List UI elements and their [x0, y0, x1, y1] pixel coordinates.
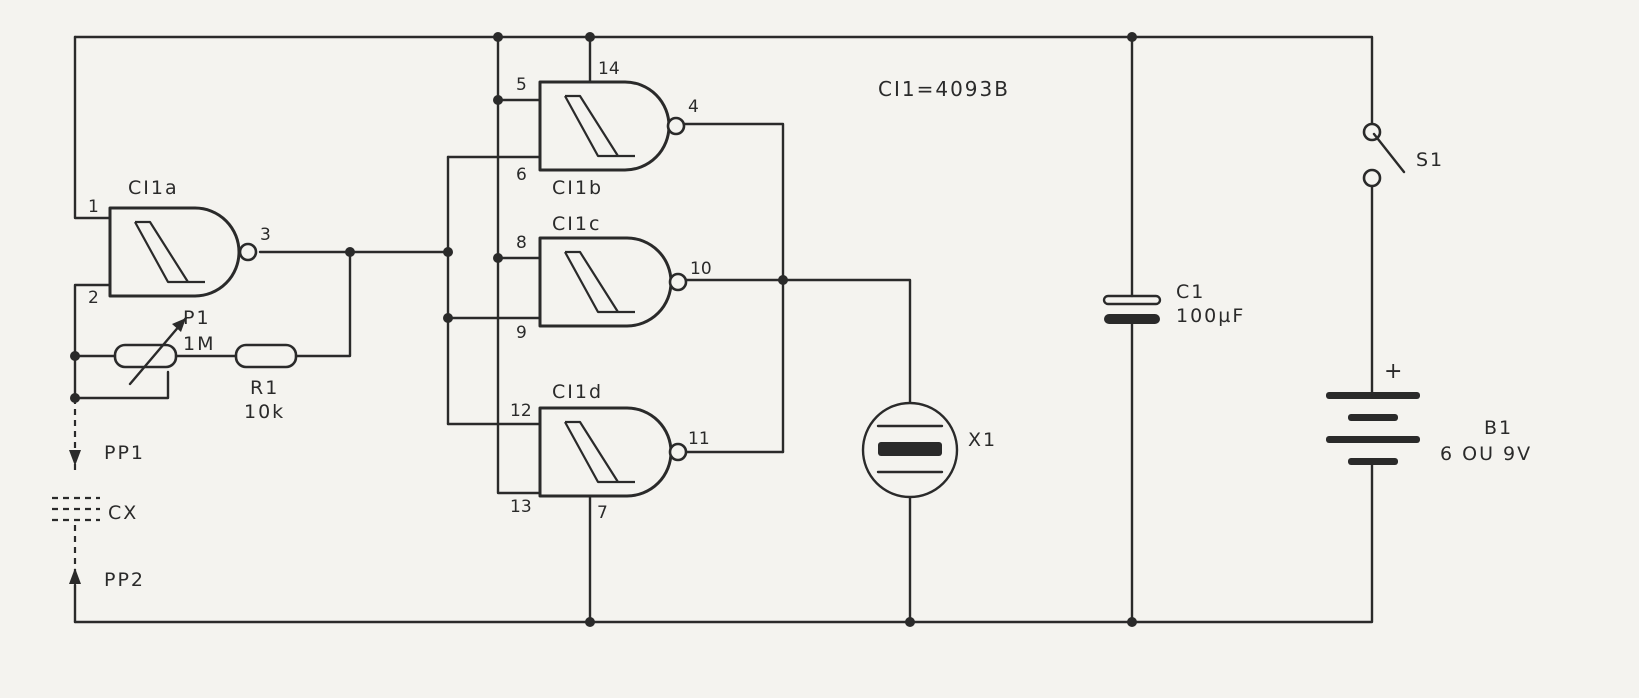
- gate-b-pin-4: 4: [688, 97, 699, 117]
- gate-b-label: CI1b: [552, 177, 603, 199]
- gate-c-pin-9: 9: [516, 323, 527, 343]
- cx-label: CX: [108, 502, 138, 524]
- gate-a-pin-2: 2: [88, 288, 99, 308]
- b1-polarity: +: [1384, 359, 1404, 384]
- gate-d-pin-11: 11: [688, 429, 710, 449]
- junction-dots: [70, 32, 1137, 627]
- gate-ci1c: CI1c 8 9 10: [516, 213, 712, 343]
- switch-s1: S1: [1362, 122, 1444, 188]
- potentiometer-p1: P1 1M: [113, 307, 215, 386]
- r1-label: R1: [250, 377, 279, 399]
- gate-c-label: CI1c: [552, 213, 601, 235]
- gate-a-label: CI1a: [128, 177, 179, 199]
- battery-b1: + B1 6 OU 9V: [1326, 359, 1532, 465]
- gate-b-pin-6: 6: [516, 165, 527, 185]
- gate-d-label: CI1d: [552, 381, 603, 403]
- gate-a-pin-1: 1: [88, 197, 99, 217]
- gate-a-pin-3: 3: [260, 225, 271, 245]
- gate-ci1a: CI1a 1 2 3: [88, 177, 271, 308]
- resistor-r1: R1 10k: [234, 343, 298, 423]
- gate-d-pin-12: 12: [510, 401, 532, 421]
- wires: [73, 35, 1374, 624]
- gate-b-pin-5: 5: [516, 75, 527, 95]
- gate-d-pin-13: 13: [510, 497, 532, 517]
- c1-value: 100µF: [1176, 305, 1245, 327]
- b1-label: B1: [1484, 417, 1513, 439]
- pp1-label: PP1: [104, 442, 145, 464]
- gate-d-pin-7: 7: [597, 503, 608, 523]
- gate-ci1b: CI1b 5 6 4 14: [516, 59, 699, 199]
- gate-b-pin-14: 14: [598, 59, 620, 79]
- capacitor-c1: C1 100µF: [1102, 281, 1245, 327]
- b1-value: 6 OU 9V: [1440, 443, 1532, 465]
- gate-ci1d: CI1d 12 13 11 7: [510, 381, 710, 523]
- probe-cx-group: PP1 CX PP2: [52, 442, 145, 591]
- ic-type-note: CI1=4093B: [878, 77, 1010, 101]
- x1-label: X1: [968, 429, 997, 451]
- p1-value: 1M: [183, 333, 215, 355]
- gate-c-pin-8: 8: [516, 233, 527, 253]
- piezo-x1: X1: [861, 401, 997, 499]
- pp2-label: PP2: [104, 569, 145, 591]
- c1-label: C1: [1176, 281, 1205, 303]
- p1-label: P1: [183, 307, 211, 329]
- r1-value: 10k: [244, 401, 285, 423]
- s1-label: S1: [1416, 149, 1444, 171]
- gate-c-pin-10: 10: [690, 259, 712, 279]
